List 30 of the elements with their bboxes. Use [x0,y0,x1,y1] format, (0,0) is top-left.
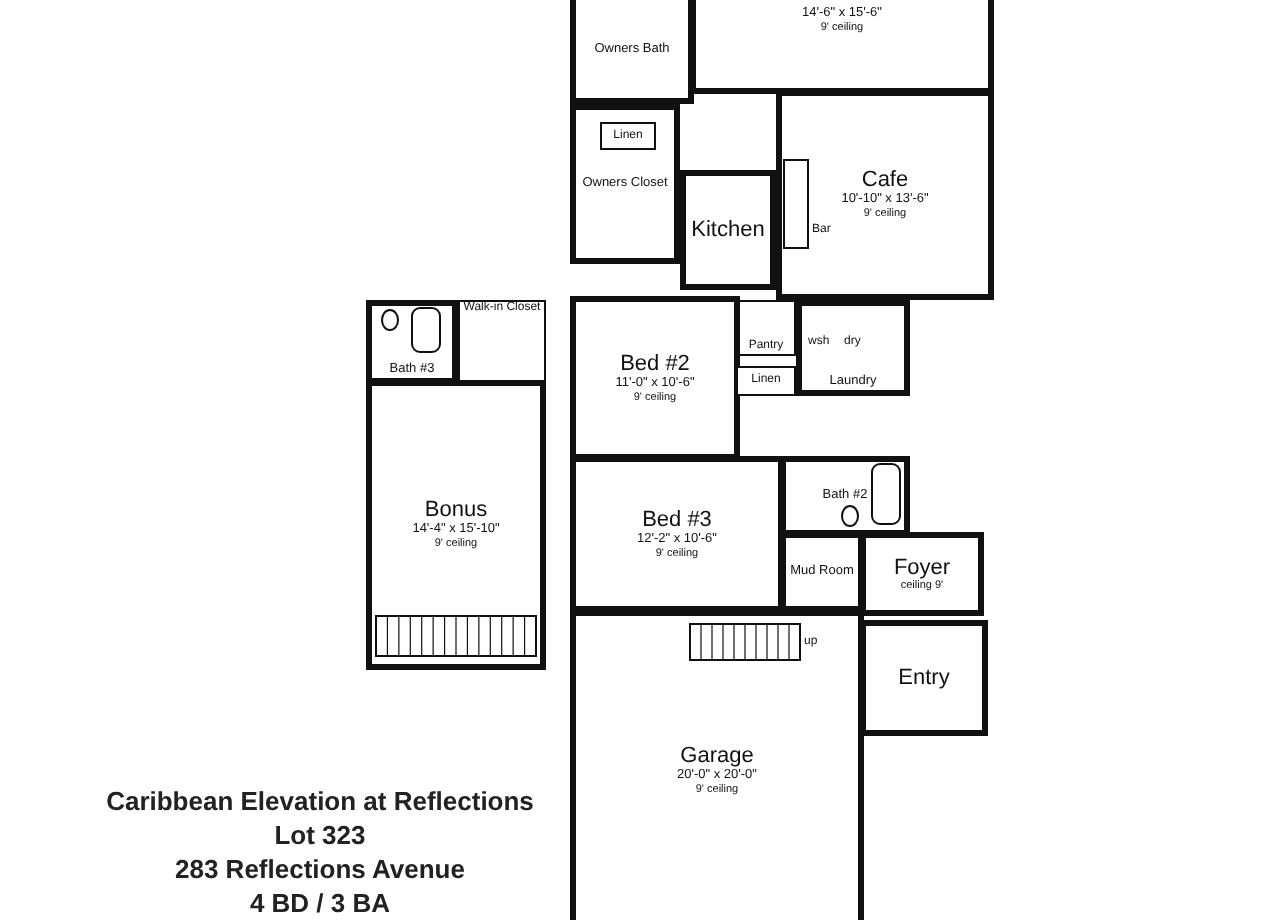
room-outline [366,300,458,384]
room-outline [780,532,864,612]
room-outline [860,532,984,616]
title-block-line: Caribbean Elevation at Reflections [104,786,536,816]
title-block-line: 283 Reflections Avenue [173,854,467,884]
room-outline [570,104,680,264]
room-outline [570,0,694,104]
room-outline [600,122,656,150]
room-name: Bonus [424,498,488,522]
room-name: Bed #3 [642,507,712,531]
room-outline [796,300,910,396]
room-outline [680,170,776,290]
room-outline [458,300,546,384]
room-name: Cafe [861,168,909,192]
room-name: Kitchen [691,218,765,242]
room-outline [776,90,994,300]
room-outline [860,620,988,736]
room-outline [366,380,546,670]
room-outline [736,366,796,396]
room-name: Foyer [893,555,951,579]
room-name: Entry [898,666,950,690]
room-outline [570,456,784,612]
title-block-line: Lot 323 [272,820,368,850]
title-block-line: 4 BD / 3 BA [247,888,393,918]
room-name: Garage [680,743,754,767]
room-outline [570,296,740,460]
room-outline [736,300,796,356]
room-outline [690,0,994,94]
room-name: Bed #2 [620,351,690,375]
room-outline [570,610,864,920]
